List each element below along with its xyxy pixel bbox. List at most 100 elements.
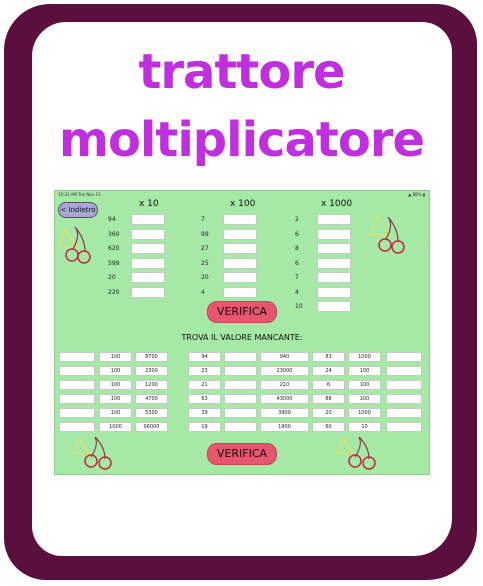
missing-input-cell[interactable] [59, 380, 95, 390]
factor-x100-1: 7 [201, 216, 205, 223]
missing-value-cell: 1000 [348, 408, 381, 418]
missing-value-cell: 43000 [260, 394, 309, 404]
missing-value-cell: 4700 [135, 394, 168, 404]
missing-input-cell[interactable] [224, 408, 257, 418]
missing-value-cell: 21 [188, 380, 221, 390]
missing-input-cell[interactable] [59, 422, 95, 432]
answer-input-x100-1[interactable] [223, 214, 257, 225]
missing-input-cell[interactable] [386, 408, 422, 418]
factor-x1000-7: 10 [295, 303, 303, 310]
missing-value-cell: 100 [348, 366, 381, 376]
factor-x10-4: 599 [108, 259, 120, 267]
back-button[interactable]: < Indietro [58, 202, 98, 218]
missing-value-cell: 94 [188, 352, 221, 362]
missing-value-cell: 3900 [260, 408, 309, 418]
answer-input-x100-6[interactable] [223, 286, 257, 298]
missing-input-cell[interactable] [59, 394, 95, 404]
answer-input-x10-3[interactable] [131, 243, 165, 254]
title-line-1: trattore [138, 44, 345, 100]
missing-value-cell: 1900 [260, 422, 309, 432]
missing-input-cell[interactable] [224, 380, 257, 390]
factor-x100-5: 20 [201, 274, 209, 281]
status-time: 10:21 AM Tue Nov 13 [58, 192, 101, 197]
factor-x1000-3: 8 [295, 245, 299, 252]
missing-value-cell: 5300 [135, 408, 168, 418]
missing-value-title: TROVA IL VALORE MANCANTE: [181, 333, 303, 342]
cherry-icon-bottom-left [73, 436, 112, 470]
missing-value-cell: 100 [99, 366, 132, 376]
app-screen: 10:21 AM Tue Nov 13 ▲ 88% ▮ < Indietro x… [54, 190, 430, 475]
factor-x100-6: 4 [201, 288, 205, 296]
answer-input-x1000-2[interactable] [317, 228, 351, 240]
verify-button-bottom[interactable]: VERIFICA [207, 443, 277, 465]
answer-input-x1000-5[interactable] [317, 272, 351, 283]
missing-value-cell: 60 [312, 422, 345, 432]
cherry-icon-top-left [57, 226, 91, 264]
missing-input-cell[interactable] [224, 394, 257, 404]
answer-input-x100-4[interactable] [223, 257, 257, 269]
missing-value-cell: 6 [312, 380, 345, 390]
answer-input-x100-5[interactable] [223, 272, 257, 283]
answer-input-x10-2[interactable] [131, 228, 165, 240]
answer-input-x1000-1[interactable] [317, 214, 351, 225]
missing-value-cell: 24 [312, 366, 345, 376]
missing-value-cell: 1000 [348, 352, 381, 362]
missing-input-cell[interactable] [224, 366, 257, 376]
missing-value-cell: 100 [99, 352, 132, 362]
answer-input-x1000-6[interactable] [317, 286, 351, 298]
missing-input-cell[interactable] [224, 422, 257, 432]
answer-input-x1000-7[interactable] [317, 301, 351, 312]
answer-input-x100-2[interactable] [223, 228, 257, 240]
missing-value-cell: 39 [188, 408, 221, 418]
verify-button-top[interactable]: VERIFICA [207, 301, 277, 323]
missing-input-cell[interactable] [59, 366, 95, 376]
factor-x100-3: 27 [201, 245, 209, 252]
cherry-icon-top-right [368, 215, 405, 254]
cherry-icon-bottom-right [337, 436, 376, 470]
title-line-2: moltiplicatore [58, 112, 425, 168]
factor-x10-1: 94 [108, 216, 116, 223]
missing-input-cell[interactable] [59, 352, 95, 362]
factor-x1000-4: 6 [295, 259, 299, 267]
missing-value-cell: 8700 [135, 352, 168, 362]
missing-value-cell: 100 [348, 394, 381, 404]
missing-value-cell: 100 [348, 380, 381, 390]
answer-input-x10-6[interactable] [131, 286, 165, 298]
missing-value-cell: 1200 [135, 380, 168, 390]
missing-input-cell[interactable] [386, 422, 422, 432]
missing-input-cell[interactable] [386, 394, 422, 404]
missing-value-cell: 940 [260, 352, 309, 362]
answer-input-x100-3[interactable] [223, 243, 257, 254]
factor-x10-5: 20 [108, 274, 116, 281]
factor-x10-3: 620 [108, 245, 120, 252]
header-x1000: x 1000 [321, 199, 353, 209]
missing-value-cell: 88 [312, 394, 345, 404]
answer-input-x10-1[interactable] [131, 214, 165, 225]
factor-x1000-2: 6 [295, 230, 299, 238]
missing-value-cell: 100 [99, 394, 132, 404]
missing-input-cell[interactable] [386, 380, 422, 390]
missing-value-cell: 83 [312, 352, 345, 362]
missing-input-cell[interactable] [224, 352, 257, 362]
answer-input-x1000-3[interactable] [317, 243, 351, 254]
header-x100: x 100 [230, 199, 256, 209]
missing-value-cell: 100 [99, 380, 132, 390]
missing-value-cell: 23000 [260, 366, 309, 376]
missing-value-cell: 1000 [99, 422, 132, 432]
missing-input-cell[interactable] [59, 408, 95, 418]
factor-x10-2: 360 [108, 230, 120, 238]
missing-input-cell[interactable] [386, 352, 422, 362]
answer-input-x10-4[interactable] [131, 257, 165, 269]
missing-value-cell: 19 [188, 422, 221, 432]
answer-input-x10-5[interactable] [131, 272, 165, 283]
factor-x1000-5: 7 [295, 274, 299, 281]
status-battery: ▲ 88% ▮ [408, 192, 425, 197]
missing-value-cell: 63 [188, 394, 221, 404]
answer-input-x1000-4[interactable] [317, 257, 351, 269]
missing-input-cell[interactable] [386, 366, 422, 376]
factor-x1000-1: 2 [295, 216, 299, 223]
factor-x100-4: 25 [201, 259, 209, 267]
status-bar: 10:21 AM Tue Nov 13 ▲ 88% ▮ [55, 191, 429, 199]
factor-x1000-6: 4 [295, 288, 299, 296]
missing-value-cell: 10 [348, 422, 381, 432]
